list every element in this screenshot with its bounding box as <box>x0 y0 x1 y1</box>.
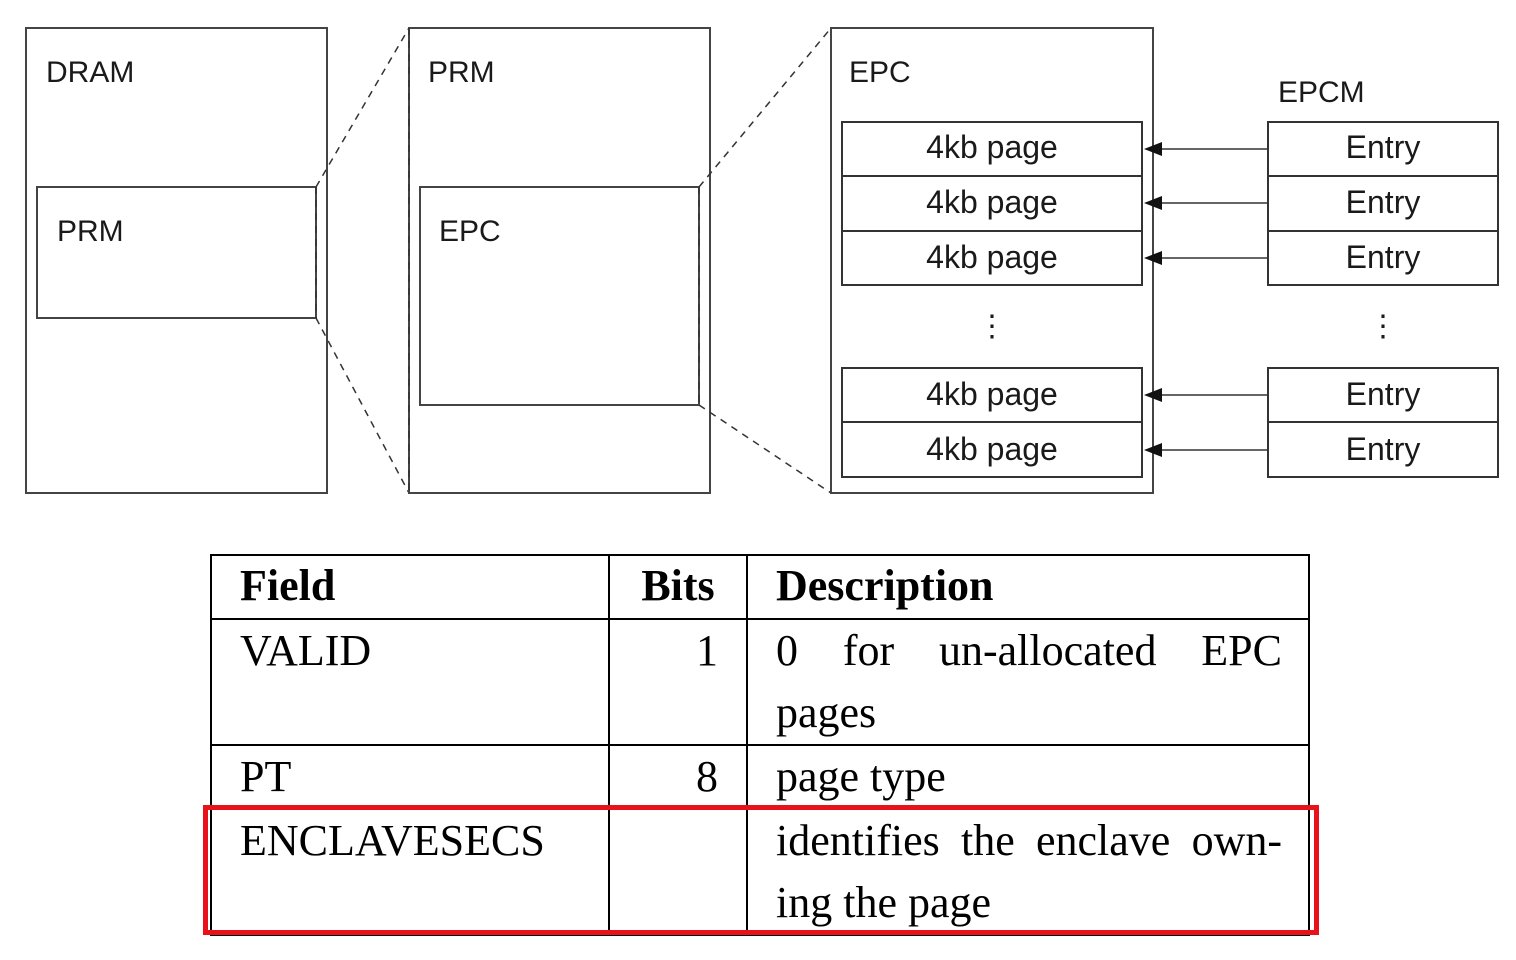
epcm-label: EPCM <box>1278 76 1365 109</box>
prm-epc-label: EPC <box>439 215 501 248</box>
epcm-entry-label: Entry <box>1346 129 1421 165</box>
zoom-line-top-1 <box>315 27 410 188</box>
header-bits: Bits <box>608 554 748 620</box>
table-header-row: Field Bits Description <box>210 554 1310 620</box>
cell-bits: 1 <box>608 618 748 746</box>
epcm-entry-label: Entry <box>1346 239 1421 275</box>
dram-box <box>25 27 328 494</box>
epc-page-label: 4kb page <box>926 129 1058 165</box>
epc-page-label: 4kb page <box>926 431 1058 467</box>
epc-label: EPC <box>849 56 911 89</box>
epc-page-cell <box>841 421 1143 478</box>
cell-field: PT <box>210 744 610 810</box>
header-field: Field <box>210 554 610 620</box>
epc-page-cell <box>841 175 1143 232</box>
prm-label: PRM <box>428 56 495 89</box>
epc-page-cell <box>841 367 1143 423</box>
epcm-entry-cell <box>1267 230 1499 286</box>
epcm-entry-cell <box>1267 121 1499 177</box>
cell-field: VALID <box>210 618 610 746</box>
dram-prm-label: PRM <box>57 215 124 248</box>
epcm-entry-cell <box>1267 421 1499 478</box>
epcm-entry-label: Entry <box>1346 376 1421 412</box>
arrow-head <box>1144 196 1162 210</box>
epcm-entry-label: Entry <box>1346 184 1421 220</box>
epc-page-label: 4kb page <box>926 184 1058 220</box>
cell-bits <box>608 808 748 936</box>
arrow-head <box>1144 142 1162 156</box>
zoom-line-top-2 <box>698 27 832 188</box>
epcm-ellipsis: ⋮ <box>1368 310 1398 343</box>
cell-description: page type <box>746 744 1310 810</box>
cell-description: 0 for un-allocated EPC pages <box>746 618 1310 746</box>
dram-prm-box <box>36 186 317 319</box>
cell-field: ENCLAVESECS <box>210 808 610 936</box>
epc-page-cell <box>841 230 1143 286</box>
dram-label: DRAM <box>46 56 134 89</box>
table-row-highlighted: ENCLAVESECS identifies the enclave own-i… <box>210 808 1310 936</box>
epcm-entry-cell <box>1267 367 1499 423</box>
epc-page-stack: 4kb page 4kb page 4kb page ⋮ 4kb page 4k… <box>841 121 1143 478</box>
epcm-field-table: Field Bits Description VALID 1 0 for un-… <box>210 554 1310 936</box>
epcm-entry-stack: Entry Entry Entry ⋮ Entry Entry <box>1267 121 1499 478</box>
arrow-head <box>1144 388 1162 402</box>
sgx-memory-diagram: DRAM PRM PRM EPC EPC 4kb page 4kb page 4… <box>25 27 1499 494</box>
epc-page-cell <box>841 121 1143 177</box>
cell-description: identifies the enclave own-ing the page <box>746 808 1310 936</box>
table-row: PT 8 page type <box>210 744 1310 810</box>
epc-page-label: 4kb page <box>926 376 1058 412</box>
prm-box <box>408 27 711 494</box>
zoom-line-bottom-2 <box>698 404 832 494</box>
epc-ellipsis: ⋮ <box>977 310 1007 343</box>
arrow-head <box>1144 443 1162 457</box>
epc-page-label: 4kb page <box>926 239 1058 275</box>
zoom-line-bottom-1 <box>315 317 410 494</box>
table-row: VALID 1 0 for un-allocated EPC pages <box>210 618 1310 746</box>
header-description: Description <box>746 554 1310 620</box>
arrow-head <box>1144 251 1162 265</box>
cell-bits: 8 <box>608 744 748 810</box>
epcm-entry-cell <box>1267 175 1499 232</box>
epcm-field-table-wrap: Field Bits Description VALID 1 0 for un-… <box>210 554 1310 936</box>
entry-to-page-arrows <box>1144 142 1268 457</box>
epcm-entry-label: Entry <box>1346 431 1421 467</box>
